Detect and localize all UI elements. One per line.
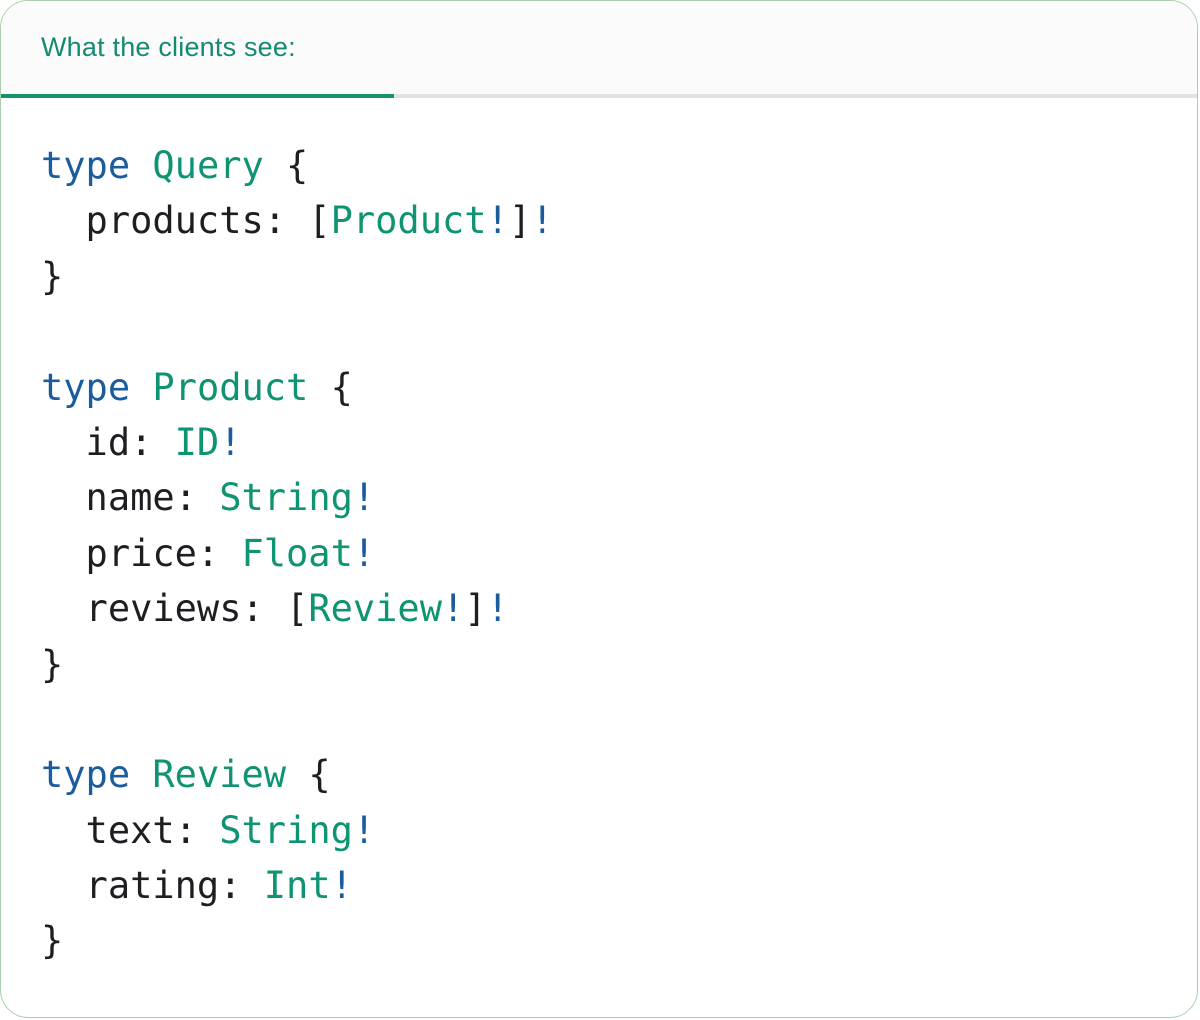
code-token: type <box>41 144 131 187</box>
code-token: Product <box>330 199 487 243</box>
code-token: ] <box>508 199 532 243</box>
code-block: type Query { products: [Product!]!} type… <box>1 98 1197 969</box>
code-token: price: <box>41 531 242 575</box>
header-divider <box>1 94 1197 98</box>
code-line: id: ID! <box>41 415 1167 470</box>
code-line: products: [Product!]! <box>41 193 1167 248</box>
code-token: String <box>219 476 353 520</box>
code-line: } <box>41 913 1167 968</box>
code-line <box>41 304 1167 359</box>
code-token: ! <box>352 808 376 852</box>
code-token: { <box>286 753 331 797</box>
code-line <box>41 692 1167 747</box>
code-token: { <box>308 365 353 409</box>
code-token: text: <box>41 808 220 852</box>
code-token: ! <box>352 531 376 575</box>
code-token: ! <box>330 864 353 908</box>
code-line: text: String! <box>41 803 1167 858</box>
code-line: price: Float! <box>41 526 1167 581</box>
code-line: } <box>41 637 1167 692</box>
code-token: ] <box>464 587 487 631</box>
code-line: type Review { <box>41 747 1167 802</box>
code-line: reviews: [Review!]! <box>41 581 1167 636</box>
code-token: type <box>41 753 131 797</box>
code-token: ! <box>531 199 554 243</box>
code-token: ID <box>174 420 220 464</box>
code-token: String <box>219 808 353 852</box>
code-token: } <box>41 642 64 686</box>
panel-title: What the clients see: <box>41 32 296 62</box>
header-divider-accent <box>1 94 394 98</box>
code-token: Review <box>308 587 442 631</box>
code-token: ! <box>352 476 376 520</box>
panel-header: What the clients see: <box>1 1 1197 94</box>
code-token: ! <box>486 199 509 243</box>
code-line: rating: Int! <box>41 858 1167 913</box>
code-token: id: <box>41 420 175 464</box>
code-token: Review <box>152 753 287 797</box>
code-token: } <box>41 254 64 298</box>
code-token <box>130 366 152 409</box>
code-line: name: String! <box>41 470 1167 525</box>
code-token: } <box>41 919 64 963</box>
code-token <box>130 144 152 187</box>
code-line: } <box>41 249 1167 304</box>
code-token: name: <box>41 476 220 520</box>
code-token: products: [ <box>41 199 331 243</box>
code-token: Query <box>152 144 264 187</box>
code-token: { <box>263 144 309 187</box>
code-token: Int <box>263 864 331 908</box>
code-token: Product <box>152 365 309 409</box>
code-line: type Query { <box>41 138 1167 193</box>
code-token: ! <box>219 420 242 464</box>
code-token: ! <box>441 587 465 631</box>
code-token <box>130 753 152 796</box>
code-token: ! <box>486 587 509 631</box>
code-line: type Product { <box>41 360 1167 415</box>
code-token: type <box>41 365 131 409</box>
code-token: Float <box>241 531 353 575</box>
code-token: rating: <box>41 864 264 908</box>
code-token: reviews: [ <box>41 587 309 631</box>
